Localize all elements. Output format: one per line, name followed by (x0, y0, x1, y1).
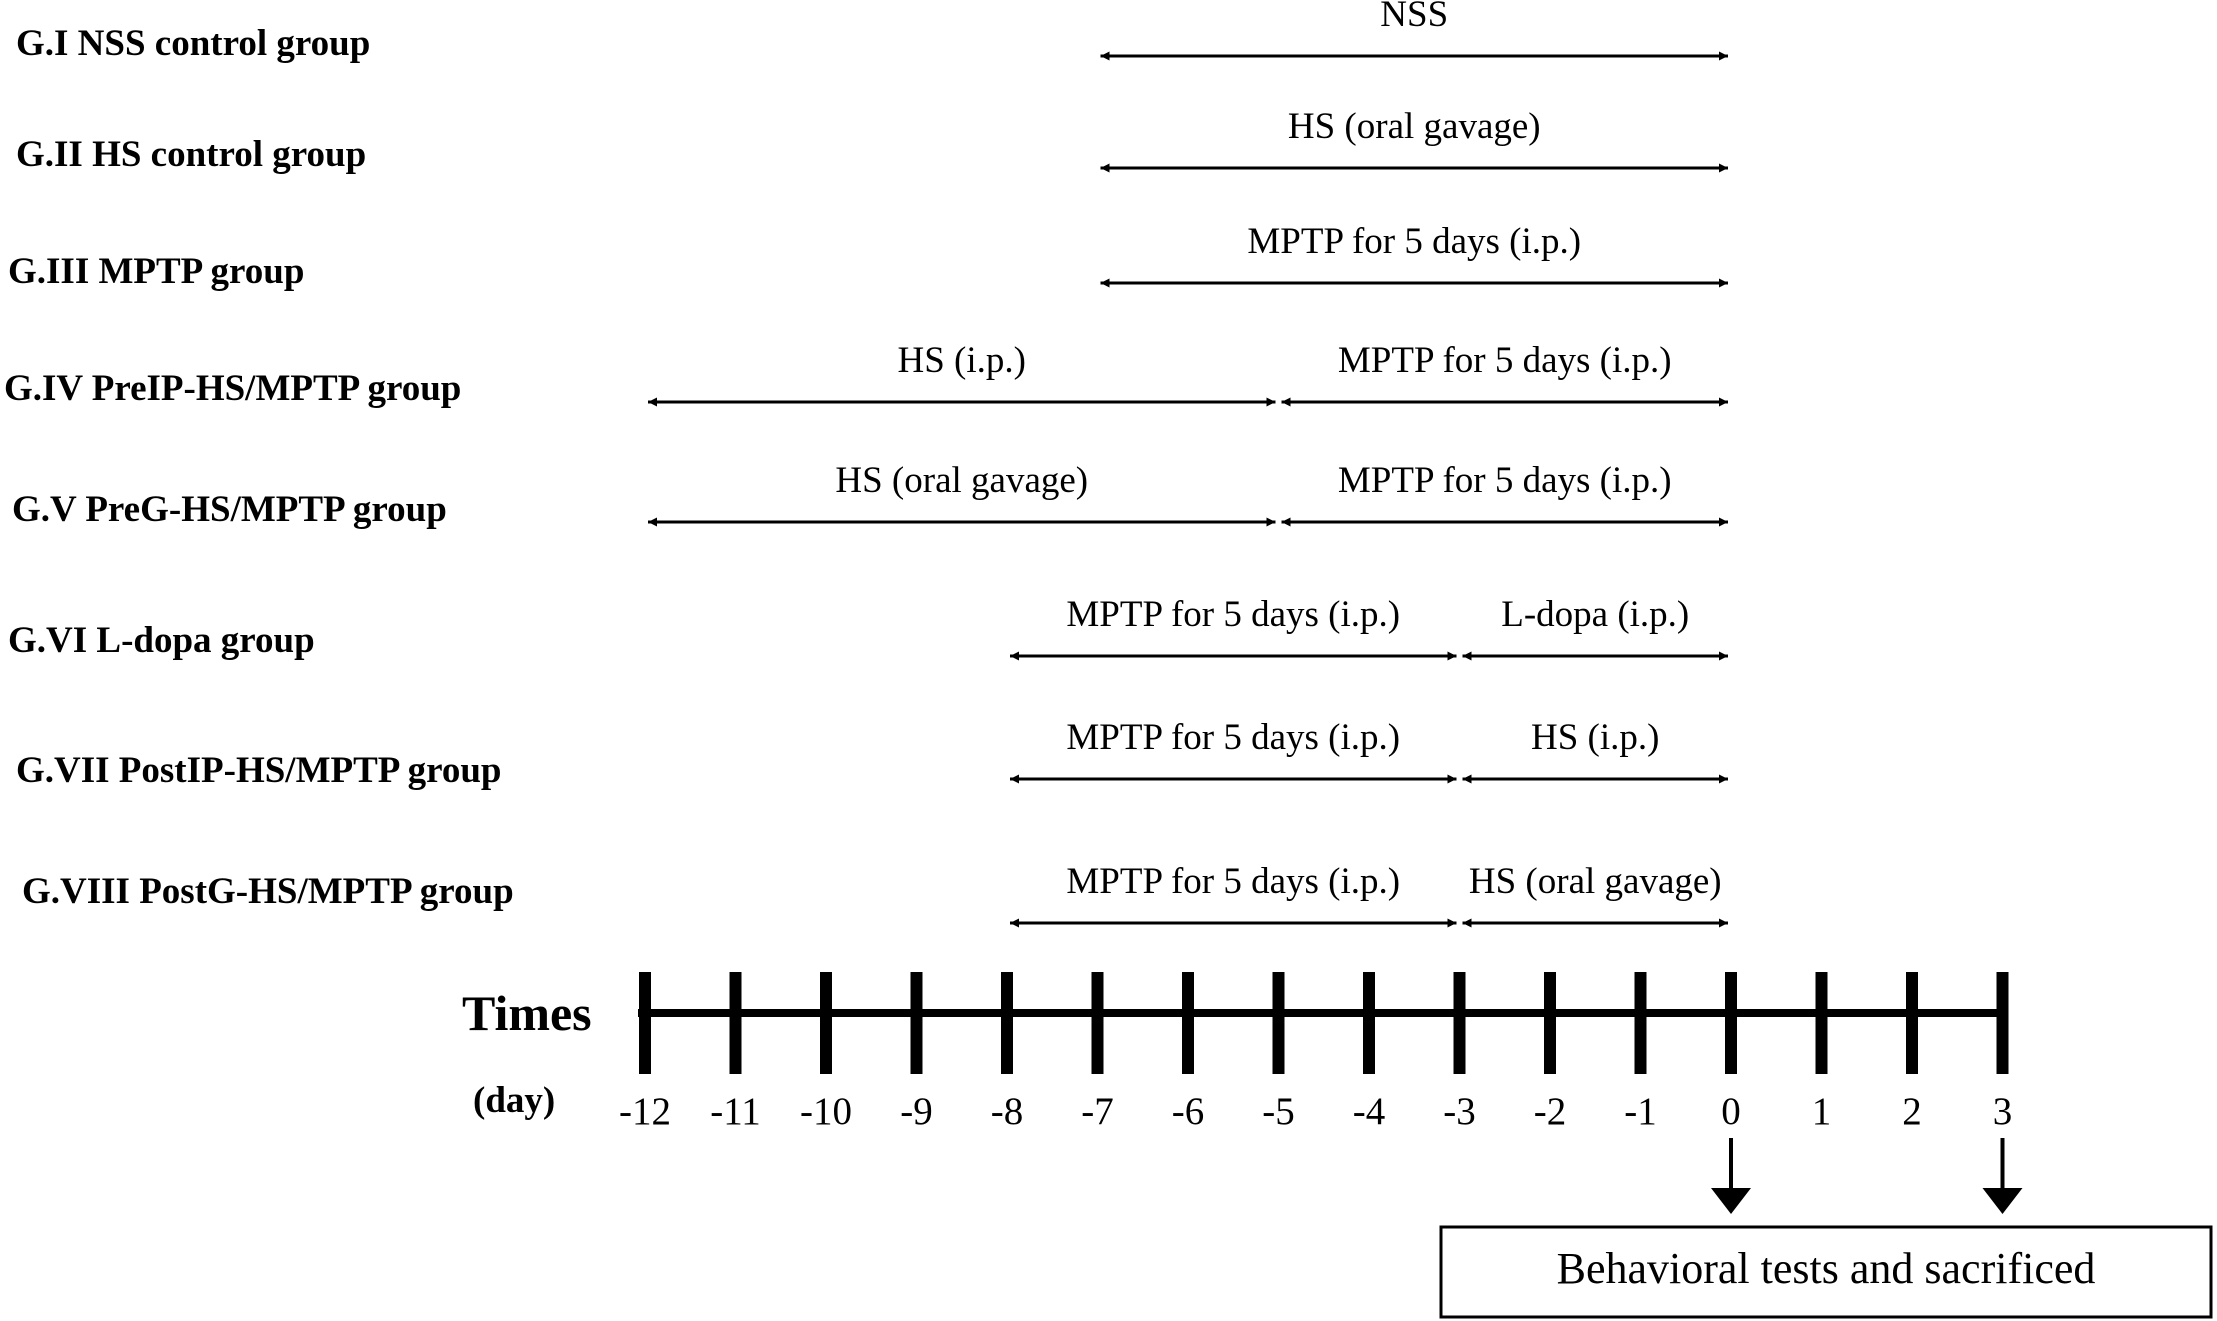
note-text: Behavioral tests and sacrificed (1557, 1244, 2096, 1293)
tick-label: -2 (1534, 1090, 1567, 1133)
group-label: G.I NSS control group (16, 23, 370, 64)
axis-tick (1815, 972, 1828, 1074)
group-label: G.VII PostIP-HS/MPTP group (16, 750, 502, 791)
group-label: G.VI L-dopa group (8, 620, 315, 661)
group-row: G.III MPTP group MPTP for 5 days (i.p.) (8, 221, 1728, 292)
note-box (1439, 1225, 2213, 1319)
tick-label: -6 (1172, 1090, 1205, 1133)
treatment-label: MPTP for 5 days (i.p.) (1066, 861, 1400, 902)
treatment-label: MPTP for 5 days (i.p.) (1247, 221, 1581, 262)
tick-label: -5 (1262, 1090, 1295, 1133)
down-arrow-head (1711, 1188, 1751, 1214)
axis-tick (1182, 972, 1194, 1074)
group-row: G.VI L-dopa group MPTP for 5 days (i.p.) L… (8, 594, 1728, 661)
axis-tick (1544, 972, 1556, 1074)
group-row: G.IV PreIP-HS/MPTP group HS (i.p.) MPTP fo… (4, 340, 1728, 409)
tick-label: 0 (1721, 1090, 1741, 1133)
axis-tick (1453, 972, 1466, 1074)
tick-label: 2 (1902, 1090, 1922, 1133)
group-label: G.III MPTP group (8, 251, 304, 292)
tick-label: -8 (991, 1090, 1024, 1133)
tick-label: 3 (1993, 1090, 2013, 1133)
tick-label: -11 (710, 1090, 761, 1133)
behavioral-tests-box: Behavioral tests and sacrificed (1439, 1225, 2213, 1319)
group-label: G.II HS control group (16, 134, 366, 175)
treatment-label: L-dopa (i.p.) (1501, 594, 1689, 635)
axis-tick (1634, 972, 1647, 1074)
down-arrow-head (1982, 1188, 2023, 1214)
treatment-label: HS (i.p.) (898, 340, 1026, 381)
treatment-label: MPTP for 5 days (i.p.) (1338, 340, 1672, 381)
tick-label: -9 (900, 1090, 933, 1133)
group-row: G.VII PostIP-HS/MPTP group MPTP for 5 day… (16, 717, 1728, 791)
axis-tick (729, 972, 742, 1074)
treatment-label: MPTP for 5 days (i.p.) (1338, 460, 1672, 501)
axis-tick (1906, 972, 1918, 1074)
treatment-label: HS (oral gavage) (1288, 106, 1541, 147)
group-label: G.V PreG-HS/MPTP group (12, 489, 447, 530)
group-rows: G.I NSS control group NSS G.II HS control … (4, 0, 1728, 928)
tick-label: 1 (1812, 1090, 1832, 1133)
axis-tick (1091, 972, 1104, 1074)
group-row: G.I NSS control group NSS (16, 0, 1728, 64)
treatment-label: HS (oral gavage) (835, 460, 1088, 501)
day-markers (1711, 1138, 2023, 1214)
group-row: G.VIII PostG-HS/MPTP group MPTP for 5 day… (22, 861, 1728, 928)
group-label: G.VIII PostG-HS/MPTP group (22, 871, 514, 912)
treatment-label: MPTP for 5 days (i.p.) (1066, 717, 1400, 758)
axis-tick (820, 972, 832, 1074)
group-row: G.II HS control group HS (oral gavage) (16, 106, 1728, 175)
treatment-label: NSS (1380, 0, 1448, 35)
axis-tick (639, 972, 651, 1074)
axis-tick (910, 972, 923, 1074)
tick-label: -3 (1443, 1090, 1476, 1133)
treatment-label: HS (i.p.) (1531, 717, 1659, 758)
axis-tick (1363, 972, 1375, 1074)
axis-tick (1996, 972, 2009, 1074)
axis-tick (1725, 972, 1737, 1074)
axis-title: Times (462, 985, 592, 1041)
tick-label: -7 (1081, 1090, 1114, 1133)
tick-label: -4 (1353, 1090, 1386, 1133)
tick-label: -12 (619, 1090, 671, 1133)
tick-label: -10 (800, 1090, 852, 1133)
treatment-label: MPTP for 5 days (i.p.) (1066, 594, 1400, 635)
axis-unit: (day) (473, 1080, 555, 1121)
group-row: G.V PreG-HS/MPTP group HS (oral gavage) MP… (12, 460, 1728, 530)
treatment-label: HS (oral gavage) (1469, 861, 1722, 902)
axis-tick (1272, 972, 1285, 1074)
axis-tick (1001, 972, 1013, 1074)
group-label: G.IV PreIP-HS/MPTP group (4, 368, 461, 409)
tick-label: -1 (1624, 1090, 1657, 1133)
